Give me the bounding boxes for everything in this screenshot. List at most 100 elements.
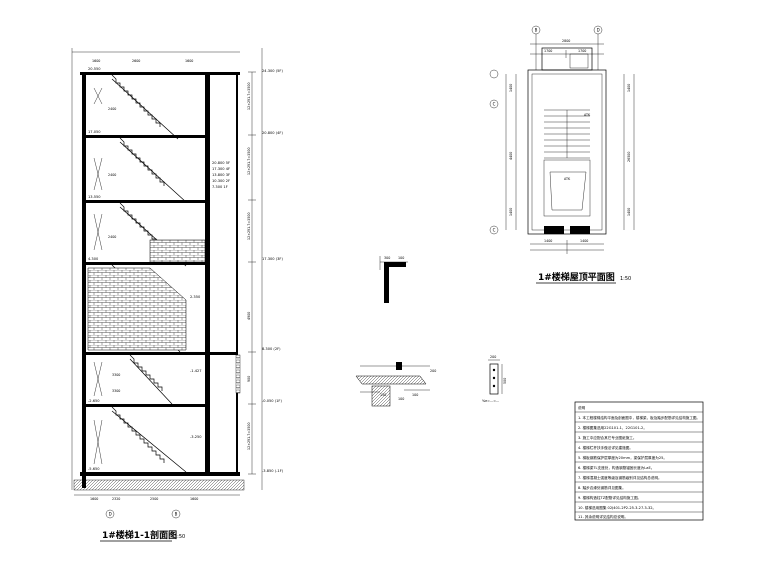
svg-text:20.800 (4F): 20.800 (4F)	[262, 131, 283, 135]
note-item: 9. 楼梯构造柱TZ配筋详见结构施工图。	[578, 495, 641, 500]
svg-text:1400: 1400	[509, 84, 513, 92]
svg-text:12×291.7=3500: 12×291.7=3500	[247, 147, 251, 175]
plan-tag-1: ATK	[584, 113, 591, 117]
detail-3: 500 200 %e=…=…	[482, 355, 507, 403]
svg-text:-1.427: -1.427	[190, 369, 202, 373]
svg-text:900: 900	[247, 376, 251, 382]
svg-text:17.300 (3F): 17.300 (3F)	[262, 257, 283, 261]
svg-text:20.550: 20.550	[88, 67, 101, 71]
section-title: 1#楼梯1-1剖面图	[102, 529, 177, 541]
plan-title: 1#楼梯屋顶平面图	[538, 271, 615, 283]
svg-text:12×291.7=3500: 12×291.7=3500	[247, 212, 251, 240]
svg-text:12×291.7=3500: 12×291.7=3500	[247, 82, 251, 110]
axis-bubble-b	[171, 509, 181, 519]
note-item: 2. 楼梯图集选用22G101-1、22G101-2。	[578, 425, 647, 430]
svg-text:3300: 3300	[112, 373, 120, 377]
note-item: 5. 梯板钢筋保护层厚度为20mm，梁保护层厚度为25。	[578, 455, 667, 460]
right-dim-texts: 12×291.7=3500 12×291.7=3500 12×291.7=350…	[247, 82, 251, 450]
svg-text:12×291.7=3500: 12×291.7=3500	[247, 422, 251, 450]
svg-text:100: 100	[398, 397, 404, 401]
landing-levels: 20.550 17.050 13.550 4.300 2.350 -1.427 …	[88, 67, 202, 471]
plan-tag-2: ATK	[564, 177, 571, 181]
bottom-dims: 1600 2320 2500 1600	[90, 497, 198, 501]
svg-text:1400: 1400	[627, 84, 631, 92]
svg-text:-0.050 (1F): -0.050 (1F)	[262, 399, 282, 403]
notes-heading: 说明	[578, 405, 586, 410]
note-item: 11. 其余说明详见结构总说明。	[578, 514, 628, 519]
svg-text:2320: 2320	[112, 497, 120, 501]
svg-text:10.300 2F: 10.300 2F	[212, 179, 230, 183]
detail-1: 300 100	[379, 256, 408, 303]
svg-text:1600: 1600	[190, 497, 198, 501]
left-wall	[82, 72, 86, 488]
svg-text:-5.650: -5.650	[88, 467, 100, 471]
svg-text:-2.650: -2.650	[88, 399, 100, 403]
svg-text:100: 100	[412, 393, 418, 397]
svg-text:4400: 4400	[509, 152, 513, 160]
svg-text:100: 100	[398, 256, 404, 260]
svg-text:13.800 3F: 13.800 3F	[212, 173, 230, 177]
svg-text:17.300 4F: 17.300 4F	[212, 167, 230, 171]
svg-text:2800: 2800	[562, 39, 570, 43]
plan-axis-b: B	[535, 28, 538, 33]
note-item: 6. 楼梯梁TL支座处，构造钢筋锚固长度为LaE。	[578, 465, 654, 470]
note-item: 8. 踏步边缘处钢筋详见图集。	[578, 485, 626, 490]
plan-axis-c1: C	[493, 102, 496, 107]
top-dim-3: 1600	[185, 59, 193, 63]
top-dim-2: 2600	[132, 59, 140, 63]
svg-text:2400: 2400	[108, 173, 116, 177]
section-scale: 1:50	[174, 534, 185, 540]
top-dim-1: 1600	[92, 59, 100, 63]
svg-text:1400: 1400	[544, 239, 552, 243]
axis-label-b: B	[175, 512, 178, 517]
axis-bubble-d	[105, 509, 115, 519]
axis-label-d: D	[109, 512, 112, 517]
svg-text:500: 500	[503, 378, 507, 384]
svg-text:2.350: 2.350	[190, 295, 201, 299]
svg-text:150: 150	[380, 393, 386, 397]
left-dim-texts: 2400 2400 2400 3300 3300	[108, 107, 120, 393]
outer-right-wall	[236, 72, 238, 474]
svg-text:1600: 1600	[90, 497, 98, 501]
stacked-levels: 20.800 5F 17.300 4F 13.800 3F 10.300 2F …	[212, 161, 230, 189]
svg-text:-3.850 (-1F): -3.850 (-1F)	[262, 469, 284, 473]
svg-text:24.300 (5F): 24.300 (5F)	[262, 69, 283, 73]
svg-text:1400: 1400	[509, 208, 513, 216]
note-item: 4. 楼梯栏杆扶手做法详见建施图。	[578, 445, 633, 450]
plan-scale: 1:50	[620, 276, 631, 282]
svg-text:8.300 (2F): 8.300 (2F)	[262, 347, 281, 351]
svg-text:1400: 1400	[627, 208, 631, 216]
level-labels: 24.300 (5F) 20.800 (4F) 17.300 (3F) 8.30…	[262, 69, 284, 473]
svg-text:7.300 1F: 7.300 1F	[212, 185, 228, 189]
plan-stair-treads	[543, 109, 591, 217]
svg-text:200: 200	[490, 355, 496, 359]
openings	[93, 87, 103, 465]
svg-text:%e=…=…: %e=…=…	[482, 399, 499, 403]
floor-slabs	[73, 72, 245, 491]
note-item: 3. 施工中应配合其它专业图纸施工。	[578, 435, 636, 440]
note-item: 7. 楼梯混凝土强度等级及钢筋级别详见结构总说明。	[578, 475, 662, 480]
svg-text:200: 200	[430, 369, 436, 373]
svg-text:1700: 1700	[544, 49, 552, 53]
plan-axis-c2: C	[493, 228, 496, 233]
svg-text:4.300: 4.300	[88, 257, 99, 261]
svg-text:1700: 1700	[578, 49, 586, 53]
svg-text:4900: 4900	[247, 312, 251, 320]
svg-text:1400: 1400	[580, 239, 588, 243]
notes-table: 说明 1. 本工程楼梯结构平面及剖面图中，楼梯梁，板及踏步配筋详见结构施工图。 …	[574, 401, 704, 521]
svg-text:300: 300	[384, 256, 390, 260]
roof-plan-view: B D C C 2800 1700 1700 1400 4400 1400 14…	[489, 25, 635, 284]
section-view: 1600 2600 1600	[71, 48, 284, 542]
plan-axis-d: D	[597, 28, 600, 33]
right-wall	[205, 72, 210, 472]
svg-text:2400: 2400	[108, 107, 116, 111]
svg-text:17.050: 17.050	[88, 130, 101, 134]
note-item: 10. 楼梯选用图集 02J401-2P2-25.3-27.3-32。	[578, 505, 656, 510]
svg-text:13.550: 13.550	[88, 195, 101, 199]
svg-text:3300: 3300	[112, 389, 120, 393]
svg-text:26500: 26500	[627, 152, 631, 163]
masonry-infill	[87, 267, 187, 351]
svg-text:20.800 5F: 20.800 5F	[212, 161, 230, 165]
svg-text:-3.250: -3.250	[190, 435, 202, 439]
